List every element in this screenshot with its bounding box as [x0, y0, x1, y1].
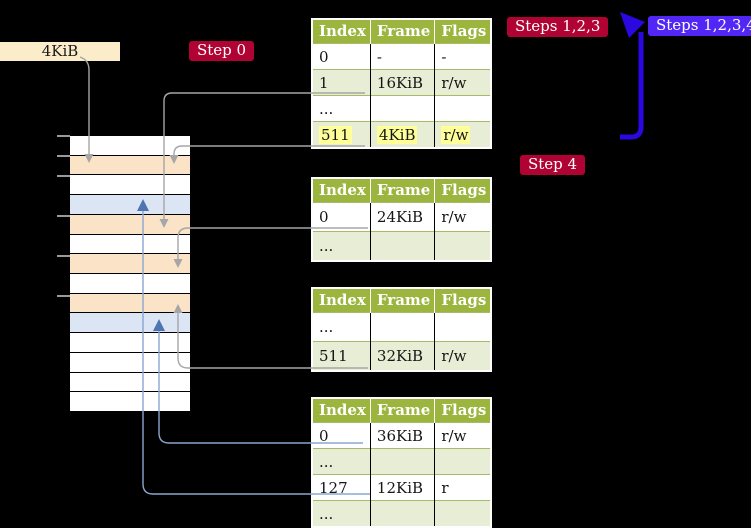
- table-cell: 1: [312, 69, 371, 96]
- step-0-label: Step 0: [189, 41, 255, 61]
- memory-frame-row-white: [70, 273, 190, 293]
- table-cell: -: [369, 43, 435, 70]
- table-cell: [434, 95, 492, 122]
- tick-mark: [57, 255, 70, 257]
- table-cell: [369, 312, 435, 342]
- column-header-flags: Flags: [434, 398, 492, 423]
- column-header-flags: Flags: [434, 288, 492, 313]
- big-shortcut-arrowhead: [620, 12, 645, 38]
- table-cell: r/w: [434, 341, 492, 371]
- column-header-index: Index: [312, 178, 371, 203]
- table-row: ...: [312, 312, 492, 342]
- table-row: 511 4KiB r/w: [312, 121, 492, 148]
- column-header-frame: Frame: [369, 178, 435, 203]
- table-cell: 24KiB: [369, 202, 435, 232]
- table-cell: 511: [312, 341, 371, 371]
- memory-frame-row-peach: [70, 214, 190, 234]
- table-cell: r/w: [434, 121, 492, 148]
- table-cell: [434, 231, 492, 261]
- big-shortcut-arrow: [620, 32, 644, 140]
- table-cell: r/w: [434, 422, 492, 449]
- table-cell: [369, 500, 435, 527]
- column-header-frame: Frame: [369, 288, 435, 313]
- table-row: ...: [312, 500, 492, 527]
- table-cell: 0: [312, 43, 371, 70]
- table-cell: ...: [312, 448, 371, 475]
- table-cell: ...: [312, 231, 371, 261]
- highlighted-value: r/w: [441, 125, 471, 144]
- table-cell: [434, 312, 492, 342]
- table-cell: r: [434, 474, 492, 501]
- table-cell: 127: [312, 474, 371, 501]
- memory-strip: [70, 136, 190, 411]
- column-header-index: Index: [312, 19, 371, 44]
- table-cell: ...: [312, 95, 371, 122]
- steps-1234-label: Steps 1,2,3,4: [648, 16, 751, 36]
- size-label-box: 4KiB: [0, 42, 120, 61]
- step-4-label: Step 4: [520, 155, 586, 175]
- memory-frame-row-white: [70, 333, 190, 352]
- memory-frame-row-white: [70, 352, 190, 372]
- table-cell: [369, 448, 435, 475]
- column-header-frame: Frame: [369, 398, 435, 423]
- tick-mark: [57, 135, 70, 137]
- memory-frame-row-peach: [70, 254, 190, 273]
- memory-frame-row-blue: [70, 195, 190, 214]
- column-header-index: Index: [312, 288, 371, 313]
- table-cell: -: [434, 43, 492, 70]
- table-cell: [369, 231, 435, 261]
- column-header-index: Index: [312, 398, 371, 423]
- table-cell: [369, 95, 435, 122]
- table-cell: 511: [312, 121, 371, 148]
- table-cell: r/w: [434, 69, 492, 96]
- memory-frame-row-peach: [70, 293, 190, 313]
- tick-mark: [57, 155, 70, 157]
- memory-frame-row-blue: [70, 313, 190, 333]
- tick-mark: [57, 295, 70, 297]
- tick-mark: [57, 175, 70, 177]
- table-row: ...: [312, 448, 492, 475]
- memory-frame-row-white: [70, 136, 190, 155]
- table-cell: [434, 448, 492, 475]
- highlighted-value: 511: [319, 125, 352, 144]
- table-cell: ...: [312, 500, 371, 527]
- table-cell: 4KiB: [369, 121, 435, 148]
- tick-mark: [57, 215, 70, 217]
- table-cell: 12KiB: [369, 474, 435, 501]
- table-cell: 16KiB: [369, 69, 435, 96]
- table-cell: [434, 500, 492, 527]
- memory-frame-row-white: [70, 392, 190, 411]
- table-cell: 0: [312, 202, 371, 232]
- table-cell: ...: [312, 312, 371, 342]
- column-header-flags: Flags: [434, 178, 492, 203]
- column-header-flags: Flags: [434, 19, 492, 44]
- table-cell: r/w: [434, 202, 492, 232]
- table-cell: 32KiB: [369, 341, 435, 371]
- table-row: 0--: [312, 43, 492, 70]
- highlighted-value: 4KiB: [376, 125, 418, 144]
- memory-frame-row-white: [70, 234, 190, 254]
- memory-frame-row-white: [70, 372, 190, 392]
- memory-frame-row-white: [70, 175, 190, 195]
- column-header-frame: Frame: [369, 19, 435, 44]
- memory-frame-row-peach: [70, 155, 190, 175]
- table-cell: 36KiB: [369, 422, 435, 449]
- table-row: ...: [312, 95, 492, 122]
- table-cell: 0: [312, 422, 371, 449]
- steps-123-label: Steps 1,2,3: [507, 17, 609, 37]
- table-row: ...: [312, 231, 492, 261]
